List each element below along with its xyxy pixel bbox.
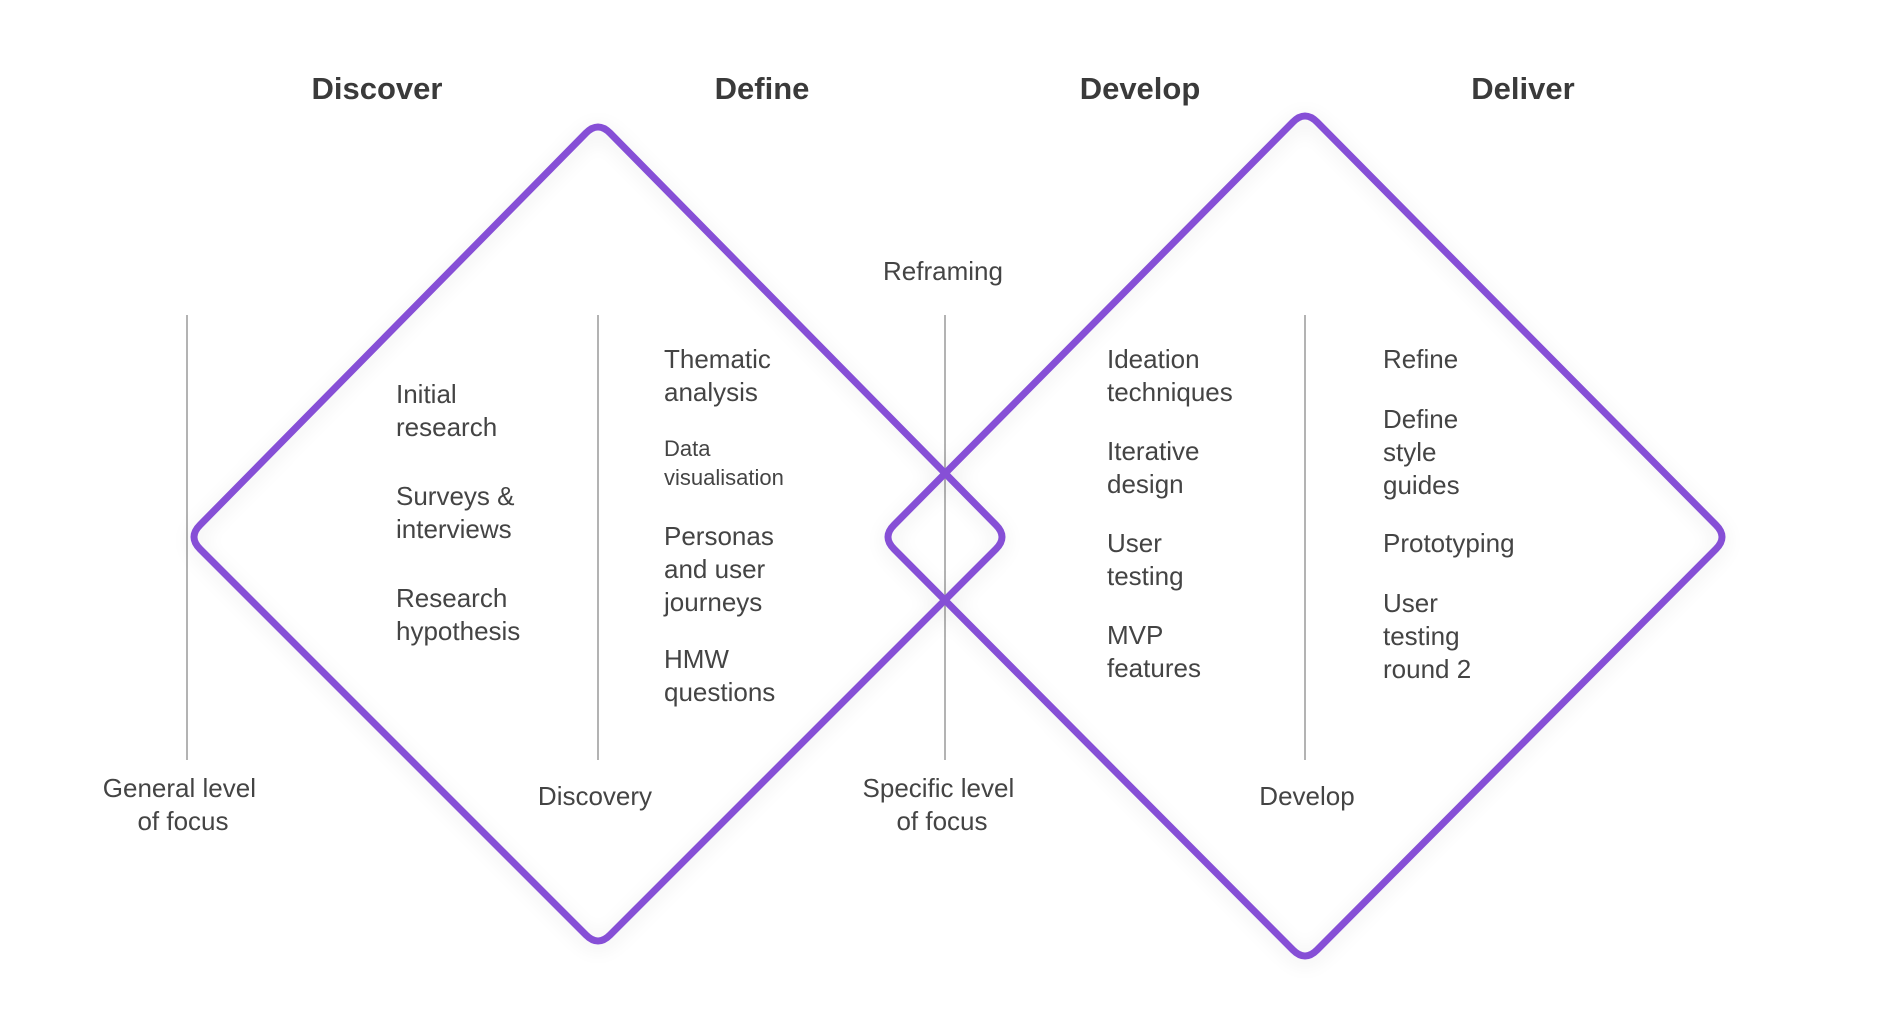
diamond-left — [190, 123, 1006, 945]
define-item: Personas and user journeys — [663, 521, 781, 617]
develop-items: Ideation techniques Iterative design Use… — [1107, 344, 1233, 683]
define-item: Thematic analysis — [664, 344, 778, 407]
deliver-item: Prototyping — [1383, 528, 1515, 558]
define-items: Thematic analysis Data visualisation Per… — [663, 344, 784, 707]
develop-item: Iterative design — [1107, 436, 1207, 499]
discover-items: Initial research Surveys & interviews Re… — [396, 379, 522, 646]
axis-label-general: General level of focus — [103, 773, 263, 836]
define-item: HMW questions — [664, 644, 775, 707]
axis-label-specific: Specific level of focus — [863, 773, 1022, 836]
phase-develop: Develop — [1080, 71, 1201, 106]
develop-item: User testing — [1107, 528, 1184, 591]
deliver-item: Define style guides — [1383, 404, 1465, 500]
develop-item: MVP features — [1107, 620, 1201, 683]
deliver-item: Refine — [1383, 344, 1458, 374]
diamond-right — [884, 112, 1726, 960]
axis-label-develop: Develop — [1259, 781, 1354, 811]
develop-item: Ideation techniques — [1107, 344, 1233, 407]
reframing-label: Reframing — [883, 256, 1003, 286]
phase-discover: Discover — [312, 71, 443, 106]
discover-item: Surveys & interviews — [396, 481, 522, 544]
define-item: Data visualisation — [664, 436, 784, 490]
deliver-item: User testing round 2 — [1383, 588, 1471, 684]
phase-define: Define — [715, 71, 810, 106]
phase-deliver: Deliver — [1471, 71, 1574, 106]
discover-item: Research hypothesis — [396, 583, 520, 646]
axis-label-discovery: Discovery — [538, 781, 652, 811]
deliver-items: Refine Define style guides Prototyping U… — [1383, 344, 1515, 684]
discover-item: Initial research — [396, 379, 497, 442]
